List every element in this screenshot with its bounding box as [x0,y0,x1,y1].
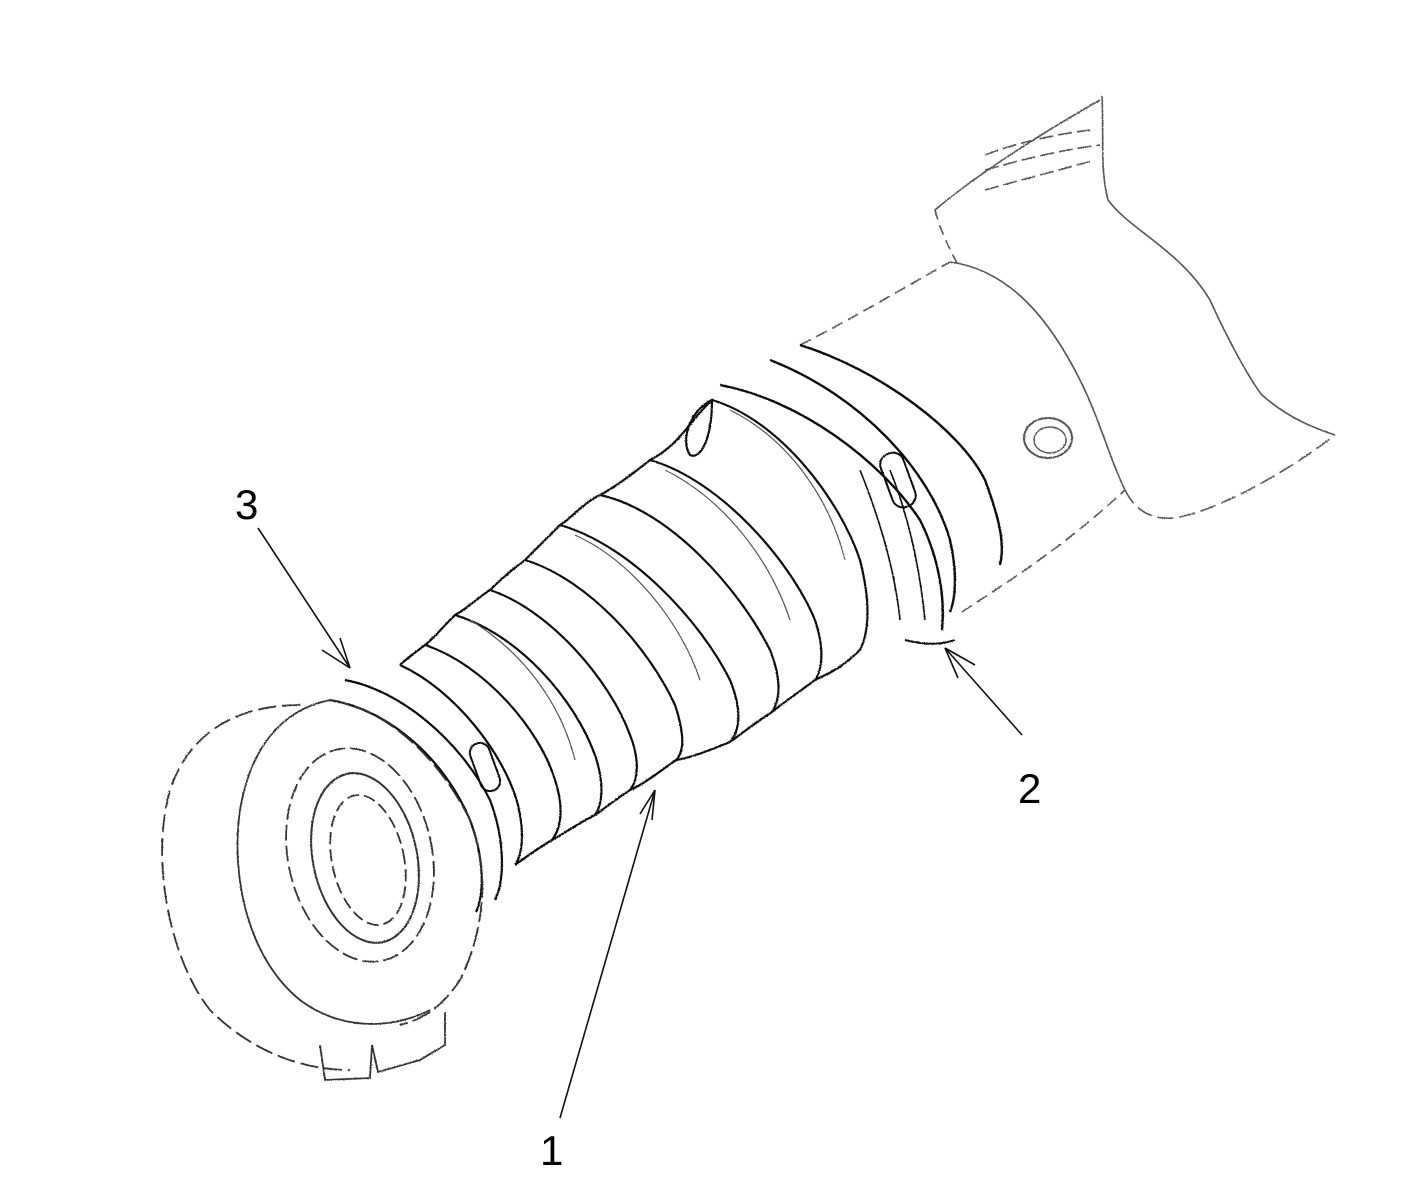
callout-label-1: 1 [540,1127,564,1174]
outer-clamp [719,343,1003,645]
callout-label-3: 3 [235,481,259,528]
leader-line-1 [559,789,656,1119]
shaft-housing [799,95,1336,613]
joint-housing [161,699,484,1081]
leader-line-3 [257,527,351,669]
leader-line-2 [944,647,1023,736]
leader-lines [257,527,1023,1119]
rubber-boot [399,398,869,866]
callout-label-2: 2 [1018,765,1042,812]
